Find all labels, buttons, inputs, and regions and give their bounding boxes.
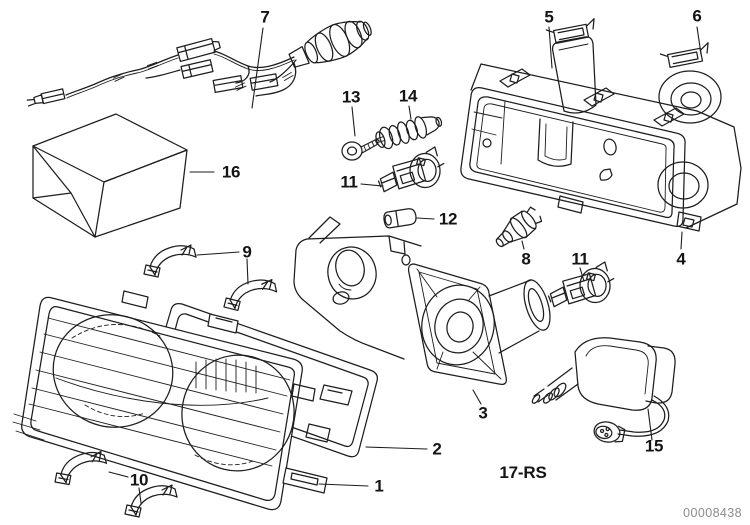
part-6-mounting-bracket-ring[interactable] (658, 42, 722, 124)
callout-11-holder-lower[interactable]: 11 (571, 249, 589, 269)
part-5-mounting-bracket[interactable] (545, 18, 598, 114)
leader-lines (108, 26, 702, 504)
callout-15-actuator[interactable]: 15 (644, 436, 664, 456)
callout-4-housing[interactable]: 4 (676, 249, 686, 269)
callout-1-lens[interactable]: 1 (374, 476, 384, 496)
callout-6-bracket-ring[interactable]: 6 (692, 6, 702, 26)
part-14-adjusting-screw[interactable] (373, 111, 444, 152)
callout-3-reflector[interactable]: 3 (478, 403, 488, 423)
part-7-wiring-harness[interactable] (26, 12, 377, 107)
part-1-headlight-lens[interactable] (12, 290, 328, 511)
callout-11-holder-upper[interactable]: 11 (340, 172, 358, 192)
drawing-code: 17-RS (499, 463, 547, 482)
part-8-bulb[interactable] (490, 204, 545, 254)
callout-14-adjusting-screw[interactable]: 14 (398, 86, 418, 106)
part-9-clip-right[interactable] (223, 277, 278, 313)
watermark-number: 00008438 (683, 506, 742, 520)
part-3-reflector[interactable] (293, 216, 555, 385)
callout-7-wiring-harness[interactable]: 7 (260, 7, 270, 27)
part-10-clip-right[interactable] (124, 484, 178, 518)
callout-8-bulb[interactable]: 8 (521, 249, 531, 269)
part-16-kit-box[interactable] (32, 113, 188, 238)
callout-5-bracket[interactable]: 5 (544, 7, 554, 27)
callout-2-frame[interactable]: 2 (432, 439, 442, 459)
part-11-bulb-holder-upper[interactable] (376, 145, 446, 193)
callout-13-screw[interactable]: 13 (341, 87, 361, 107)
callout-16-kit-box[interactable]: 16 (221, 162, 241, 182)
part-2-headlight-frame[interactable] (150, 303, 378, 458)
part-15-actuator-motor[interactable] (531, 337, 676, 446)
callout-9-clips[interactable]: 9 (242, 242, 252, 262)
callout-10-clips[interactable]: 10 (129, 470, 149, 490)
callout-12-bulb[interactable]: 12 (438, 209, 458, 229)
part-12-bulb[interactable] (383, 208, 417, 229)
part-13-screw[interactable] (341, 138, 380, 161)
part-4-housing[interactable] (460, 63, 742, 232)
part-9-clip-left[interactable] (143, 244, 197, 278)
